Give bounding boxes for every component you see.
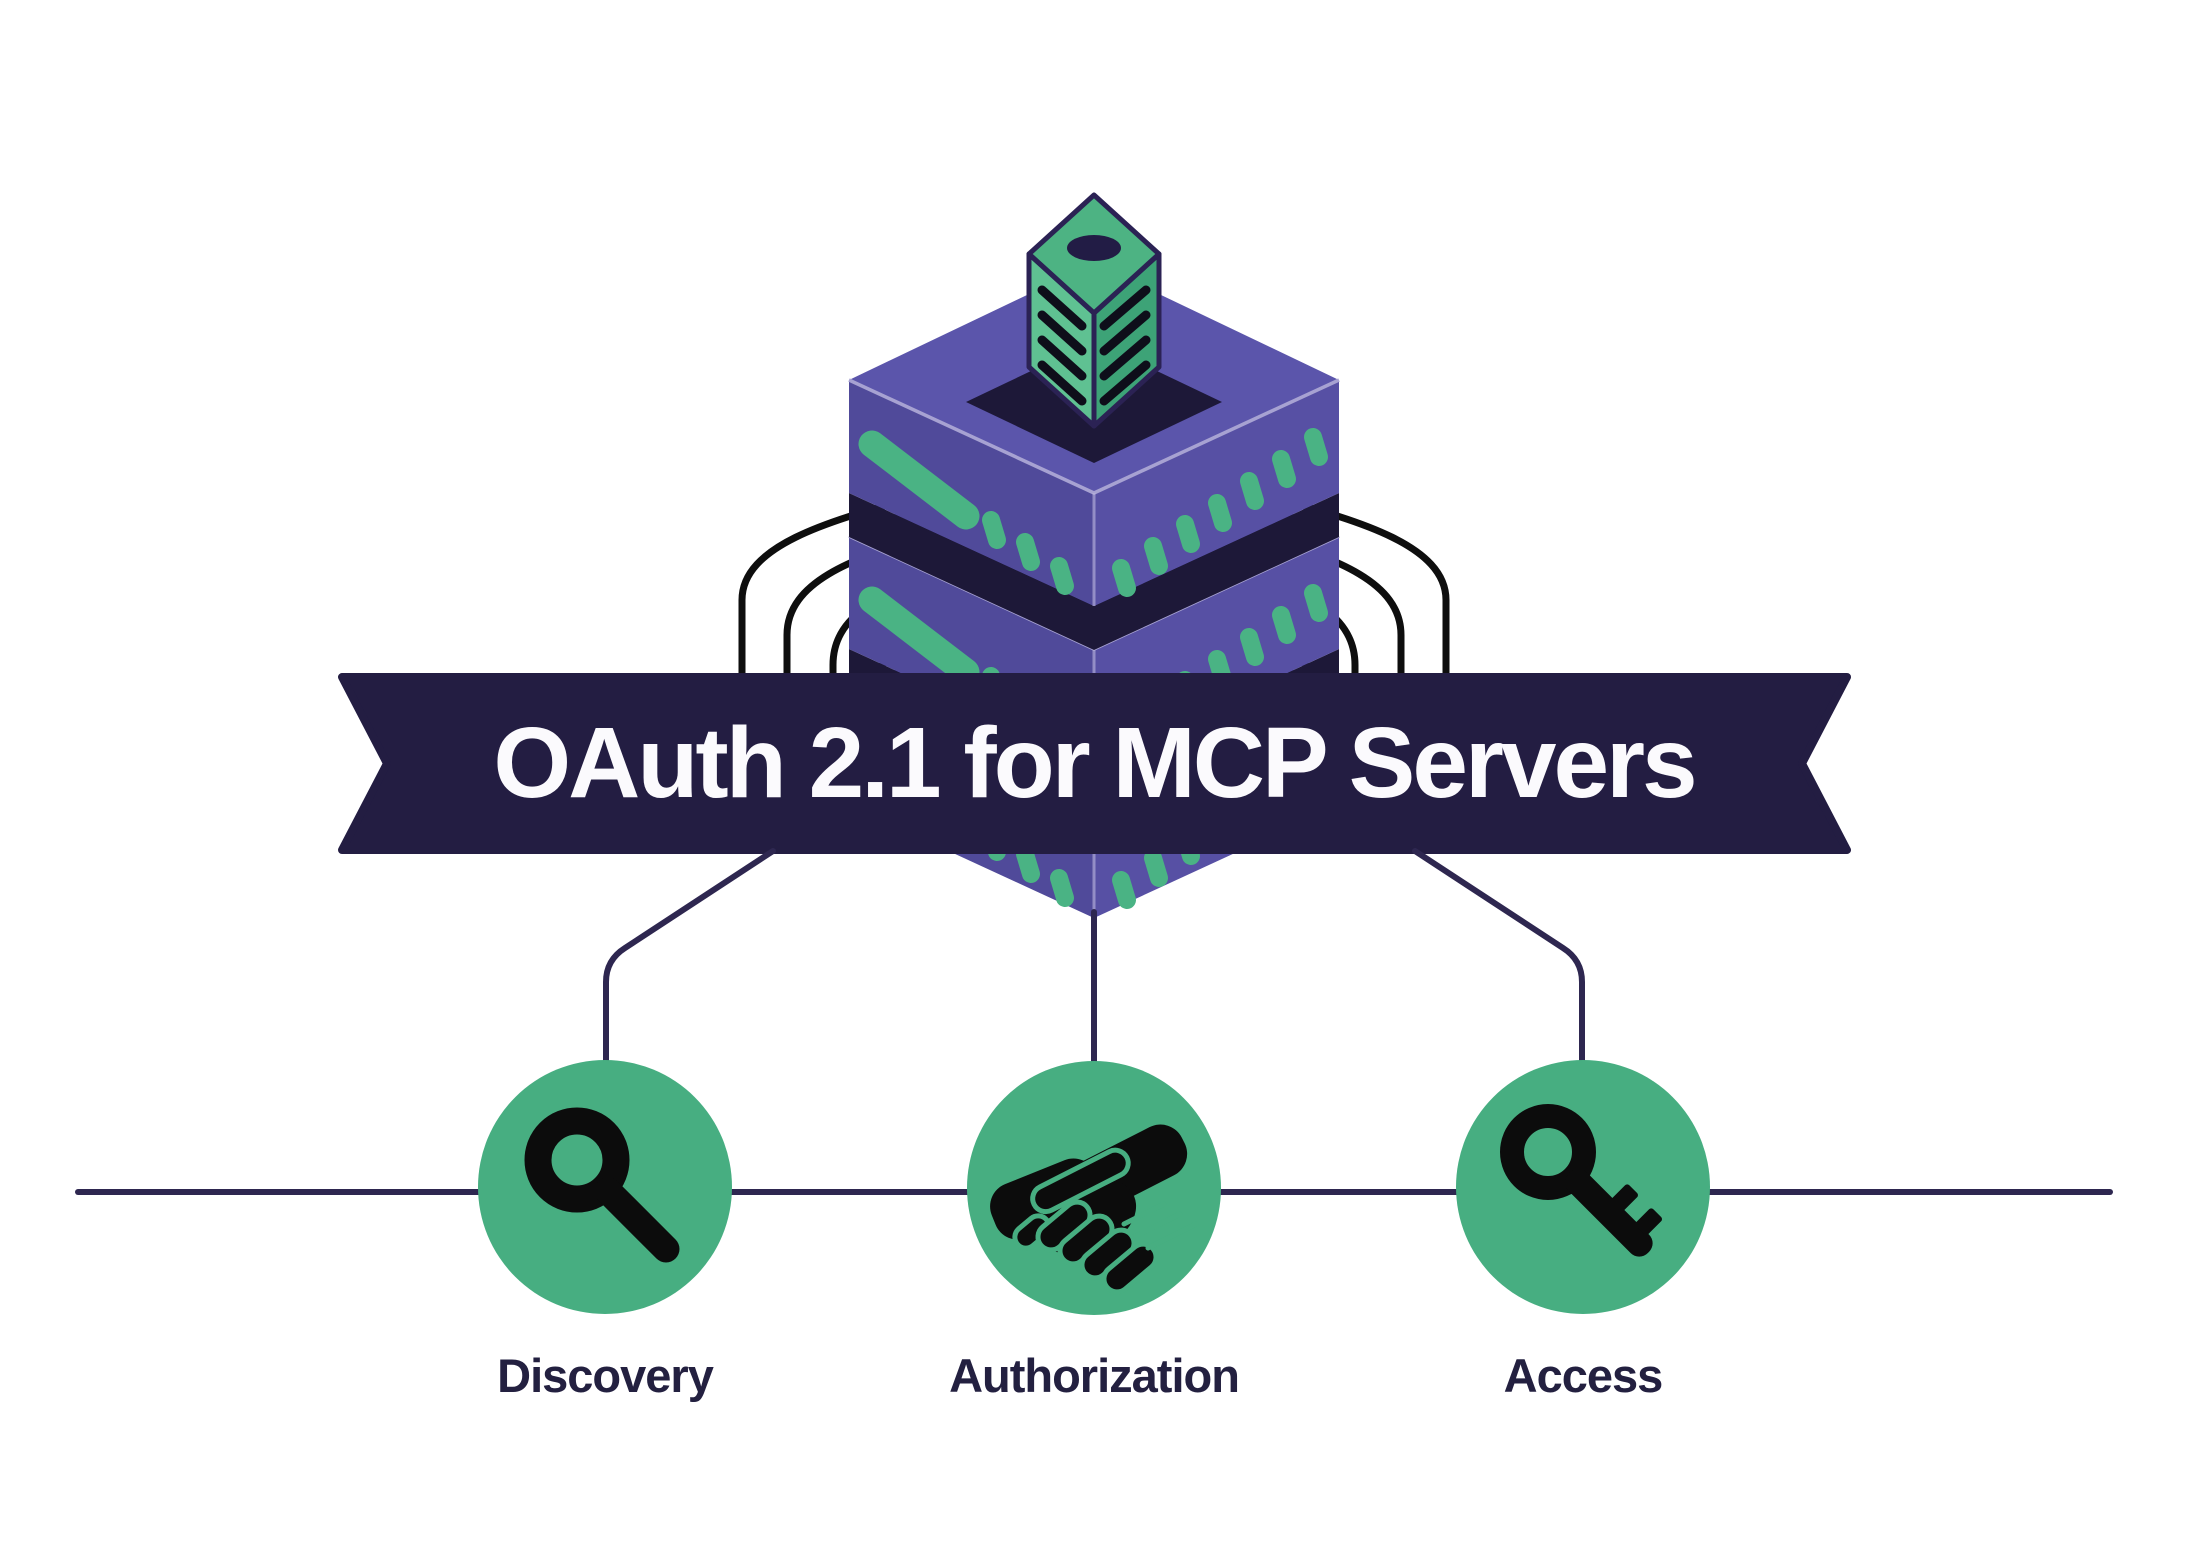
banner-ribbon (338, 673, 1851, 854)
server-stack-illustration (849, 192, 1339, 918)
label-authorization: Authorization (949, 1349, 1240, 1402)
connector-access (1412, 848, 1585, 1067)
server-cube (1026, 192, 1162, 429)
handshake-icon (990, 1124, 1199, 1295)
label-discovery: Discovery (497, 1349, 714, 1402)
connector-discovery (603, 848, 776, 1067)
search-icon (524, 1107, 680, 1263)
banner-title: OAuth 2.1 for MCP Servers (493, 707, 1697, 819)
connector-lines (75, 848, 2113, 1195)
label-access: Access (1503, 1349, 1664, 1402)
key-icon (1500, 1104, 1663, 1257)
